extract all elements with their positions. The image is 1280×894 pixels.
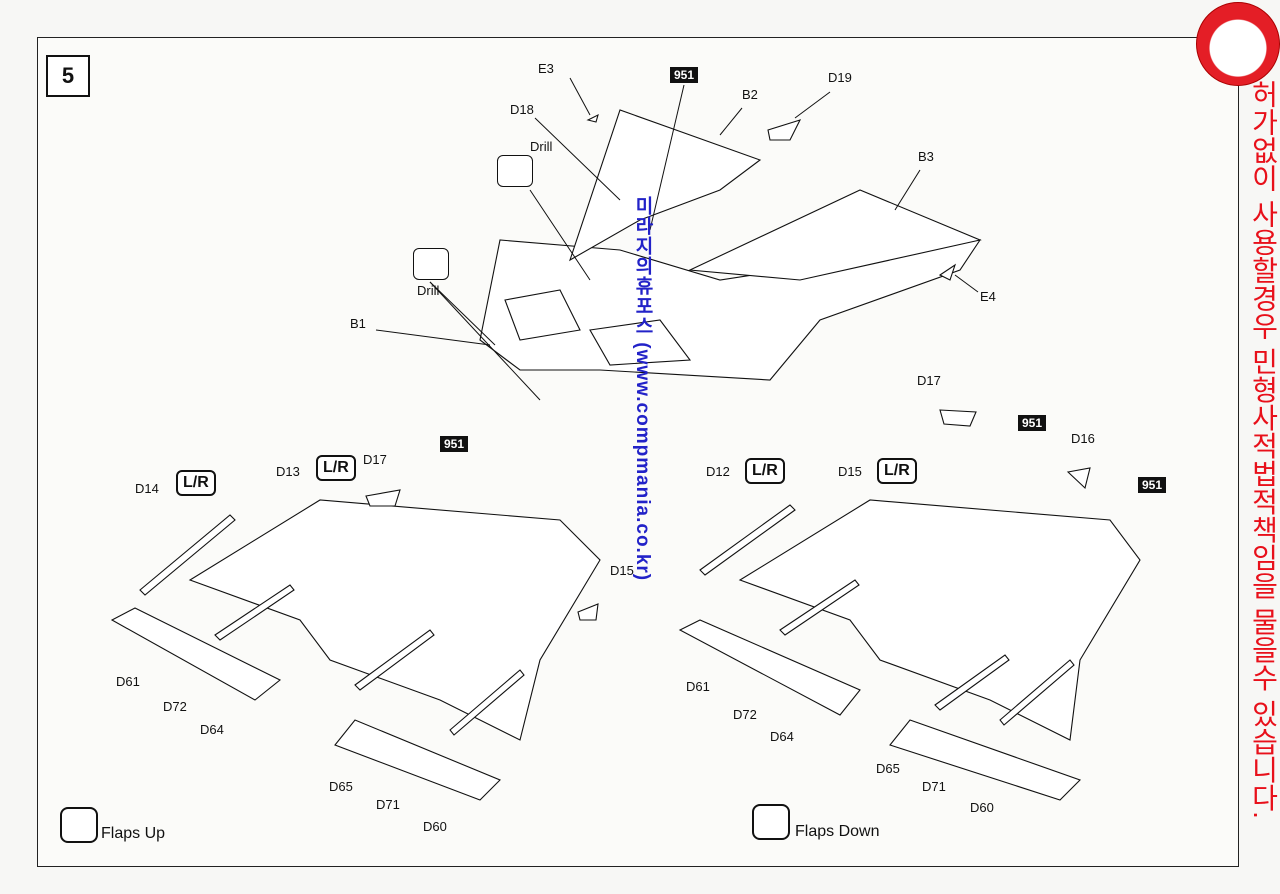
drill-icon bbox=[413, 248, 449, 280]
label-e4: E4 bbox=[980, 289, 996, 304]
caption-flaps-down: Flaps Down bbox=[795, 823, 880, 840]
drill-label-2: Drill bbox=[417, 283, 440, 298]
label-d64-right: D64 bbox=[770, 729, 794, 744]
lr-badge: L/R bbox=[316, 455, 356, 481]
right-wing-assembly bbox=[678, 409, 1141, 801]
label-d65: D65 bbox=[329, 779, 353, 794]
rotate-icon bbox=[60, 807, 98, 843]
label-d64: D64 bbox=[200, 722, 224, 737]
paint-code-right-2: 951 bbox=[1138, 477, 1167, 494]
label-d71: D71 bbox=[376, 797, 400, 812]
label-d17-right: D17 bbox=[917, 373, 941, 388]
label-d61: D61 bbox=[116, 674, 140, 689]
label-d18: D18 bbox=[510, 102, 534, 117]
paint-code-top: 951 bbox=[670, 67, 699, 84]
label-d65-right: D65 bbox=[876, 761, 900, 776]
logo-badge bbox=[1196, 2, 1280, 86]
top-wing-assembly bbox=[375, 77, 982, 401]
left-wing-assembly bbox=[110, 489, 601, 801]
label-d16: D16 bbox=[1071, 431, 1095, 446]
label-d15-right: D15 bbox=[838, 464, 862, 479]
lr-badge: L/R bbox=[877, 458, 917, 484]
lr-badge: L/R bbox=[176, 470, 216, 496]
label-d19: D19 bbox=[828, 70, 852, 85]
label-d13: D13 bbox=[276, 464, 300, 479]
label-d60-right: D60 bbox=[970, 800, 994, 815]
lr-badge: L/R bbox=[745, 458, 785, 484]
paint-code-right-1: 951 bbox=[1018, 415, 1047, 432]
drill-label-1: Drill bbox=[530, 139, 553, 154]
label-d71-right: D71 bbox=[922, 779, 946, 794]
rotate-icon bbox=[752, 804, 790, 840]
paint-code-left: 951 bbox=[440, 436, 469, 453]
drill-icon bbox=[497, 155, 533, 187]
label-d15: D15 bbox=[610, 563, 634, 578]
label-d72-right: D72 bbox=[733, 707, 757, 722]
label-b3: B3 bbox=[918, 149, 934, 164]
label-d72: D72 bbox=[163, 699, 187, 714]
step-number: 5 bbox=[46, 55, 90, 97]
label-d61-right: D61 bbox=[686, 679, 710, 694]
label-d12: D12 bbox=[706, 464, 730, 479]
label-b2: B2 bbox=[742, 87, 758, 102]
label-d14: D14 bbox=[135, 481, 159, 496]
label-d60: D60 bbox=[423, 819, 447, 834]
copyright-notice: 허가없이 사용할경우 민형사적법적책임을 물을수 있습니다. bbox=[1248, 80, 1279, 819]
label-b1: B1 bbox=[350, 316, 366, 331]
caption-flaps-up: Flaps Up bbox=[101, 825, 166, 842]
label-d17: D17 bbox=[363, 452, 387, 467]
watermark-vertical: 미라지의휴포스 (www.compmania.co.kr) bbox=[632, 196, 653, 582]
label-e3: E3 bbox=[538, 61, 554, 76]
